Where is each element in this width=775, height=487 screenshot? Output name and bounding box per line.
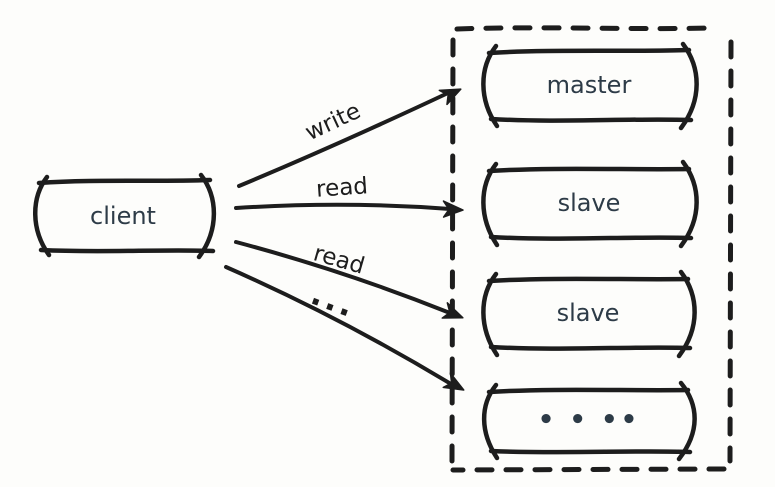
more-nodes-label: • • •• — [538, 405, 641, 435]
slave1-label: slave — [558, 189, 621, 217]
more-nodes-node: • • •• — [481, 380, 697, 462]
more-arrow-head — [442, 372, 465, 391]
slave1-box-top — [486, 166, 692, 174]
master-box-left — [481, 43, 500, 129]
more-arrow-line — [224, 265, 453, 386]
client-box-bottom — [38, 247, 216, 254]
write-edge-label: write — [301, 98, 364, 146]
slave2-box-bottom — [488, 344, 693, 351]
cluster-border-bottom — [450, 466, 727, 473]
more-edge-label: ... — [306, 274, 362, 325]
master-label: master — [547, 71, 632, 99]
dots-box-top — [486, 387, 691, 395]
client-box-right — [196, 172, 217, 260]
edge-read-1: read — [234, 173, 464, 218]
client-node: client — [33, 172, 217, 260]
cluster-boundary — [449, 25, 734, 473]
read1-edge-label: read — [315, 173, 368, 203]
slave2-box-top — [486, 276, 691, 284]
master-node: master — [481, 41, 699, 131]
read2-arrow-head — [441, 302, 464, 319]
write-arrow-head — [438, 88, 462, 106]
master-box-right — [678, 41, 699, 131]
read2-arrow-line — [234, 240, 452, 315]
cluster-border-top — [454, 25, 712, 32]
slave-node-1: slave — [481, 159, 699, 249]
client-box-left — [33, 174, 52, 258]
dots-box-left — [481, 382, 500, 461]
slave2-label: slave — [557, 299, 620, 327]
read1-arrow-head — [442, 200, 464, 218]
write-arrow-line — [237, 91, 450, 188]
edge-more: ... — [224, 265, 465, 391]
dots-box-right — [676, 380, 697, 462]
master-box-top — [486, 47, 692, 56]
read1-arrow-line — [234, 202, 452, 211]
edge-write: write — [237, 88, 462, 188]
dots-box-bottom — [488, 448, 693, 455]
cluster-border-left — [449, 37, 456, 464]
cluster-border-right — [727, 39, 734, 464]
client-label: client — [90, 202, 156, 230]
slave1-box-right — [678, 159, 699, 249]
master-box-bottom — [488, 116, 694, 123]
slave2-box-left — [481, 271, 500, 358]
slave1-box-bottom — [488, 234, 694, 241]
slave1-box-left — [481, 161, 500, 248]
client-box-top — [36, 177, 213, 186]
slave2-box-right — [676, 269, 697, 359]
slave-node-2: slave — [481, 269, 697, 359]
